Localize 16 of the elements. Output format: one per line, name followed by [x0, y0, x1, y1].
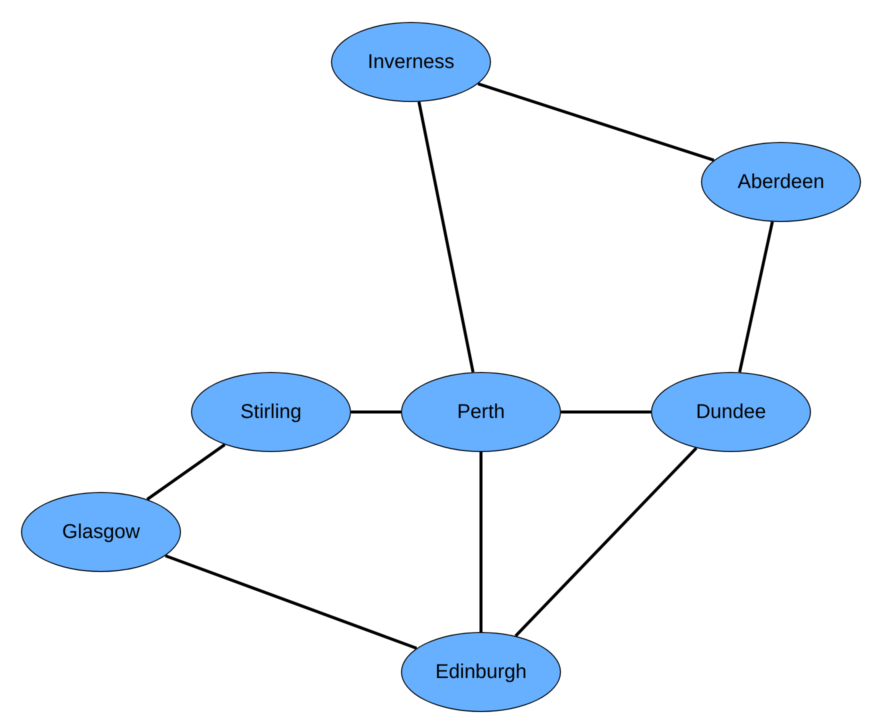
city-label: Glasgow [62, 520, 140, 544]
connector-line [738, 221, 774, 373]
connector-line [164, 554, 418, 650]
city-label: Dundee [696, 400, 766, 424]
connector-line [146, 443, 226, 501]
connector-line [417, 102, 475, 372]
city-label: Stirling [240, 400, 302, 424]
city-label: Inverness [368, 50, 454, 74]
city-label: Perth [457, 400, 505, 424]
connector-line [514, 447, 698, 637]
city-label: Aberdeen [738, 170, 824, 194]
connector-line [480, 452, 482, 632]
connector-line [351, 410, 401, 414]
city-label: Edinburgh [435, 660, 527, 684]
connector-line [478, 82, 714, 162]
connector-line [561, 410, 651, 414]
